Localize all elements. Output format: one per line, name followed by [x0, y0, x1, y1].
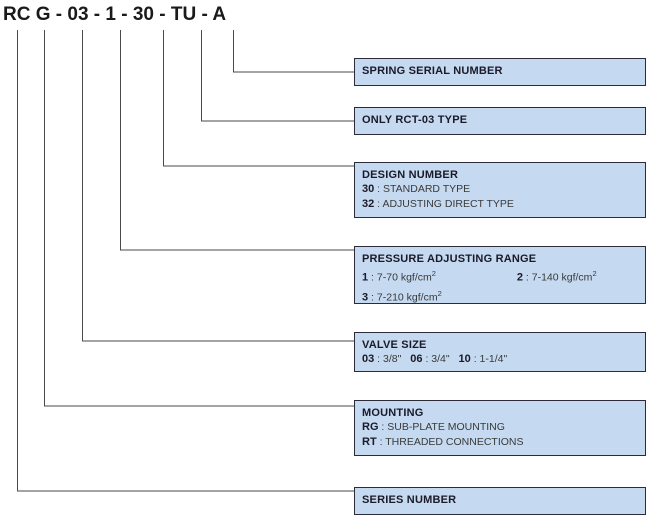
- pressure-entry-2: 2 : 7-140 kgf/cm2: [517, 266, 597, 286]
- leader-only-rct: [200, 30, 354, 122]
- mounting-desc-rt: THREADED CONNECTIONS: [385, 436, 524, 448]
- pressure-sep-2: :: [525, 271, 529, 284]
- pressure-desc-2: 7-140 kgf/cm: [531, 271, 593, 284]
- leader-series-number: [16, 30, 354, 492]
- box-valve-size: VALVE SIZE 03 : 3/8" 06 : 3/4" 10 : 1-1/…: [354, 332, 646, 372]
- design-number-row-30: 30 : STANDARD TYPE: [362, 182, 645, 197]
- valve-code-06: 06: [410, 353, 423, 365]
- valve-desc-10: 1-1/4": [479, 353, 508, 365]
- design-desc-32: ADJUSTING DIRECT TYPE: [382, 198, 514, 210]
- leader-design-number: [162, 30, 354, 167]
- pressure-row-first: 1 : 7-70 kgf/cm2 2 : 7-140 kgf/cm2: [362, 266, 645, 286]
- valve-entry-10: 10 : 1-1/4": [459, 352, 508, 367]
- valve-code-10: 10: [458, 353, 471, 365]
- design-sep-30: :: [377, 183, 381, 195]
- mounting-desc-rg: SUB-PLATE MOUNTING: [387, 421, 505, 433]
- box-valve-size-title: VALVE SIZE: [362, 339, 427, 351]
- design-sep-32: :: [377, 198, 381, 210]
- pressure-code-1: 1: [362, 271, 369, 284]
- pressure-sep-1: :: [371, 271, 374, 284]
- pressure-sup-1: 2: [431, 269, 436, 278]
- leader-spring-serial: [232, 30, 354, 73]
- box-series-number: SERIES NUMBER: [354, 487, 646, 515]
- valve-code-03: 03: [362, 353, 375, 365]
- valve-desc-03: 3/8": [383, 353, 402, 365]
- design-code-32: 32: [362, 198, 375, 210]
- leader-valve-size: [81, 30, 354, 342]
- pressure-code-2: 2: [516, 271, 523, 284]
- model-code-line: RC G - 03 - 1 - 30 - TU - A: [3, 4, 227, 25]
- valve-sep-06: :: [425, 353, 429, 365]
- pressure-entry-1: 1 : 7-70 kgf/cm2: [362, 266, 436, 286]
- box-only-rct-title: ONLY RCT-03 TYPE: [362, 114, 468, 126]
- box-pressure-range-title: PRESSURE ADJUSTING RANGE: [362, 253, 537, 265]
- design-desc-30: STANDARD TYPE: [383, 183, 471, 195]
- valve-desc-06: 3/4": [431, 353, 450, 365]
- box-pressure-range: PRESSURE ADJUSTING RANGE 1 : 7-70 kgf/cm…: [354, 246, 646, 304]
- mounting-code-rg: RG: [362, 421, 379, 433]
- mounting-sep-rg: :: [381, 421, 385, 433]
- design-number-row-32: 32 : ADJUSTING DIRECT TYPE: [362, 197, 645, 212]
- box-design-number-title: DESIGN NUMBER: [362, 169, 459, 181]
- mounting-row-rt: RT : THREADED CONNECTIONS: [362, 435, 645, 450]
- valve-sep-10: :: [473, 353, 477, 365]
- pressure-sup-2: 2: [592, 269, 597, 278]
- box-series-number-title: SERIES NUMBER: [362, 494, 457, 506]
- box-spring-serial-title: SPRING SERIAL NUMBER: [362, 65, 503, 77]
- valve-entry-06: 06 : 3/4": [410, 352, 449, 367]
- design-code-30: 30: [362, 183, 375, 195]
- pressure-sup-3: 2: [437, 288, 442, 298]
- valve-size-row: 03 : 3/8" 06 : 3/4" 10 : 1-1/4": [362, 352, 645, 367]
- box-design-number: DESIGN NUMBER 30 : STANDARD TYPE 32 : AD…: [354, 162, 646, 218]
- box-mounting: MOUNTING RG : SUB-PLATE MOUNTING RT : TH…: [354, 400, 646, 456]
- box-spring-serial: SPRING SERIAL NUMBER: [354, 58, 646, 86]
- box-only-rct: ONLY RCT-03 TYPE: [354, 107, 646, 135]
- pressure-code-3: 3: [362, 291, 369, 303]
- pressure-desc-1: 7-70 kgf/cm: [376, 271, 432, 284]
- pressure-desc-3: 7-210 kgf/cm: [376, 291, 438, 303]
- valve-entry-03: 03 : 3/8": [362, 352, 401, 367]
- valve-sep-03: :: [377, 353, 381, 365]
- mounting-sep-rt: :: [379, 436, 383, 448]
- pressure-row-second: 3 : 7-210 kgf/cm2: [362, 286, 645, 306]
- mounting-code-rt: RT: [362, 436, 377, 448]
- pressure-sep-3: :: [371, 291, 374, 303]
- leader-mounting: [43, 30, 354, 407]
- leader-pressure-range: [119, 30, 354, 251]
- mounting-row-rg: RG : SUB-PLATE MOUNTING: [362, 420, 645, 435]
- box-mounting-title: MOUNTING: [362, 407, 424, 419]
